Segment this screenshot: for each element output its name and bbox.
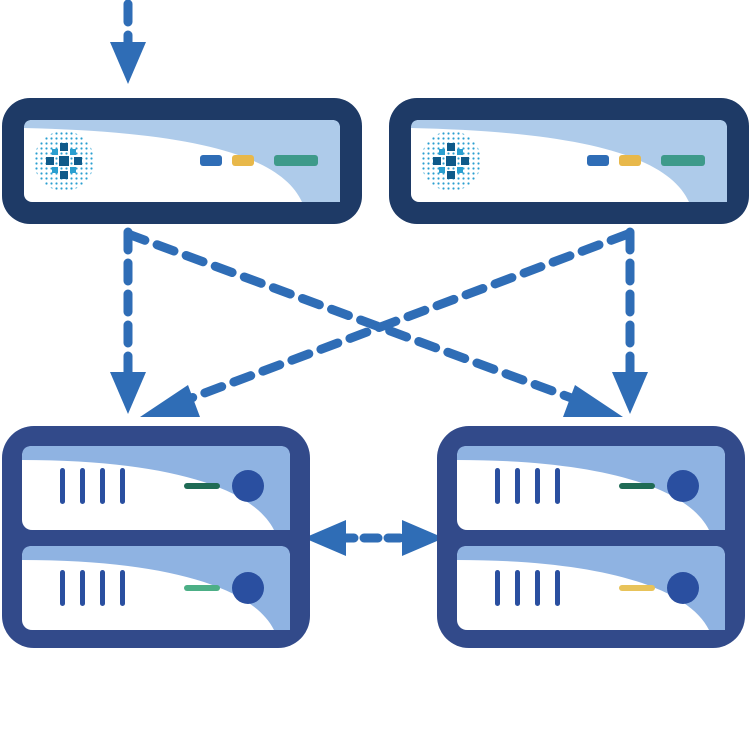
connection-arrows <box>110 0 648 556</box>
server-swoosh <box>22 446 290 530</box>
arrow-left-controller-to-right-servers <box>123 229 623 417</box>
server-stack-right <box>437 426 745 648</box>
arrow-left-controller-to-left-servers <box>110 227 146 414</box>
arrow-incoming-to-left-controller <box>110 0 146 84</box>
power-button-icon <box>232 470 264 502</box>
led-blue <box>587 155 609 166</box>
arrow-right-controller-to-right-servers <box>612 227 648 414</box>
server-swoosh <box>457 546 725 630</box>
controller-swoosh <box>24 120 340 202</box>
controller-right <box>389 98 749 224</box>
power-button-icon <box>667 572 699 604</box>
power-button-icon <box>232 572 264 604</box>
controller-swoosh <box>411 120 727 202</box>
arrow-right-controller-to-left-servers <box>140 229 633 417</box>
server-unit-top <box>457 446 725 530</box>
globe-logo-icon <box>421 131 481 191</box>
led-teal <box>661 155 705 166</box>
server-swoosh <box>22 546 290 630</box>
server-stack-left <box>2 426 310 648</box>
led-blue <box>200 155 222 166</box>
server-unit-bottom <box>457 546 725 630</box>
vent-icon <box>495 570 560 606</box>
controller-left <box>2 98 362 224</box>
power-button-icon <box>667 470 699 502</box>
vent-icon <box>495 468 560 504</box>
led-teal <box>274 155 318 166</box>
server-swoosh <box>457 446 725 530</box>
status-led <box>619 585 655 591</box>
led-yellow <box>619 155 641 166</box>
arrow-bidirectional-servers <box>304 520 444 556</box>
vent-icon <box>60 570 125 606</box>
server-unit-bottom <box>22 546 290 630</box>
status-led <box>184 483 220 489</box>
server-unit-top <box>22 446 290 530</box>
vent-icon <box>60 468 125 504</box>
status-led <box>619 483 655 489</box>
globe-logo-icon <box>34 131 94 191</box>
status-led <box>184 585 220 591</box>
led-yellow <box>232 155 254 166</box>
